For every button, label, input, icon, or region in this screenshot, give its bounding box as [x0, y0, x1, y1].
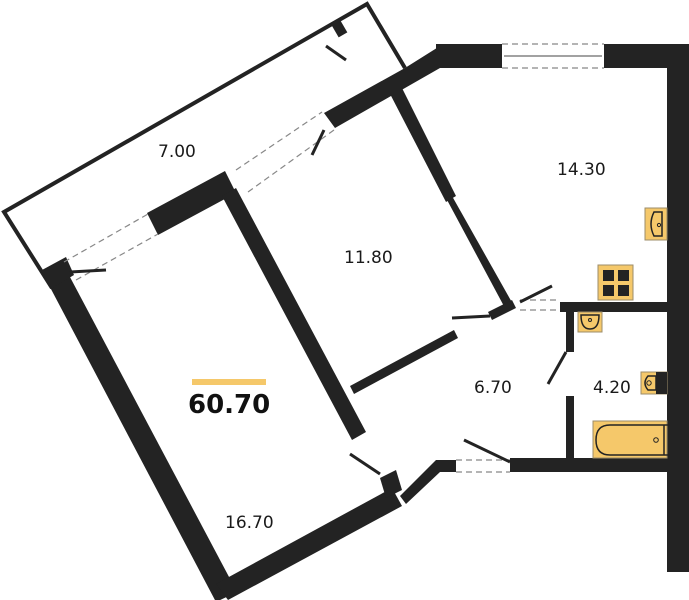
toilet-icon — [640, 371, 668, 395]
room-area-living-room: 16.70 — [225, 513, 274, 533]
room-area-bathroom: 4.20 — [593, 378, 631, 398]
walls — [42, 18, 689, 600]
total-area: 60.70 — [188, 390, 271, 420]
total-area-accent-bar — [192, 379, 266, 385]
stove-icon — [597, 264, 634, 301]
room-area-hallway: 6.70 — [474, 378, 512, 398]
room-area-bedroom: 11.80 — [344, 248, 393, 268]
kitchen-sink-icon — [644, 207, 668, 241]
room-area-kitchen: 14.30 — [557, 160, 606, 180]
doors — [69, 44, 568, 476]
balcony-outline — [1, 1, 407, 290]
bathroom-sink-icon — [577, 311, 603, 333]
bathtub-icon — [592, 420, 670, 459]
room-area-balcony: 7.00 — [158, 142, 196, 162]
